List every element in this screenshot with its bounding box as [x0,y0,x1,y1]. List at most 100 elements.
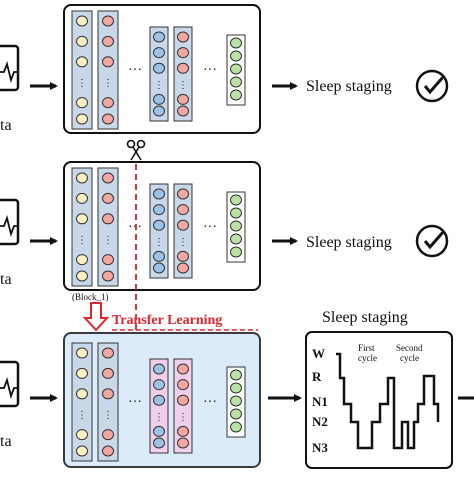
stage-label: W [312,346,325,361]
layer-column: ⋮ [173,26,193,122]
neuron-node [102,254,114,266]
input-data-label: ta [0,433,12,450]
monitor-icon [0,198,20,246]
neuron-node [153,219,165,231]
vertical-ellipsis: ⋮ [154,80,164,91]
stage-label: N2 [312,414,328,429]
output-layer [226,191,246,263]
neuron-node [230,194,242,206]
neuron-node [230,233,242,245]
neuron-node [102,113,114,125]
monitor-icon [0,360,20,408]
neuron-node [153,204,165,216]
neuron-node [102,388,114,400]
layer-column: ⋮ [71,167,93,287]
layer-column: ⋮ [97,167,119,287]
neuron-node [230,395,242,407]
neuron-node [177,31,189,43]
neuron-node [230,207,242,219]
layer-column: ⋮ [149,358,169,454]
neuron-node [177,219,189,231]
vertical-ellipsis: ⋮ [178,237,188,248]
neuron-node [177,425,189,437]
vertical-ellipsis: ⋮ [77,78,87,89]
neuron-node [76,97,88,109]
neuron-node [230,89,242,101]
neuron-node [153,105,165,117]
neuron-node [230,421,242,433]
neuron-node [153,93,165,105]
vertical-ellipsis: ⋮ [103,235,113,246]
check-circle-icon [415,224,449,258]
stage-label: R [312,369,322,384]
vertical-ellipsis: ⋮ [77,410,87,421]
neuron-node [230,63,242,75]
neuron-node [76,15,88,27]
neuron-node [230,50,242,62]
neuron-node [76,367,88,379]
neuron-node [76,429,88,441]
block-label: (Block_1) [72,292,109,302]
layer-column: ⋮ [97,10,119,130]
input-data-label: ta [0,117,12,134]
neuron-node [76,213,88,225]
horizontal-ellipsis: ··· [203,395,217,410]
neuron-node [177,250,189,262]
neuron-node [76,192,88,204]
neuron-node [230,37,242,49]
neuron-node [76,270,88,282]
neuron-node [230,220,242,232]
hypnogram-box [305,331,453,469]
layer-column: ⋮ [173,183,193,279]
network-layers: ⋮⋮···⋮⋮··· [71,342,246,462]
neuron-node [76,254,88,266]
check-circle-icon [415,69,449,103]
neuron-node [177,363,189,375]
neuron-node [177,105,189,117]
neuron-node [102,270,114,282]
layer-column: ⋮ [149,26,169,122]
neuron-node [153,262,165,274]
horizontal-ellipsis: ··· [203,63,217,78]
neuron-node [230,76,242,88]
annotation-cycle-2: cycle [400,353,419,363]
annotation-second: Second [396,343,423,353]
vertical-ellipsis: ⋮ [178,412,188,423]
horizontal-ellipsis: ··· [128,63,142,78]
horizontal-ellipsis: ··· [128,395,142,410]
annotation-cycle-1: cycle [358,353,377,363]
output-layer [226,34,246,106]
neuron-node [177,62,189,74]
neuron-node [76,445,88,457]
neuron-node [102,347,114,359]
neuron-node [76,347,88,359]
output-layer [226,366,246,438]
neuron-node [177,394,189,406]
neuron-node [230,369,242,381]
horizontal-ellipsis: ··· [203,220,217,235]
neuron-node [153,363,165,375]
neuron-node [76,35,88,47]
neuron-node [177,204,189,216]
input-data-label: ta [0,271,12,288]
transfer-arrow [82,302,110,332]
neuron-node [177,93,189,105]
layer-column: ⋮ [149,183,169,279]
vertical-ellipsis: ⋮ [154,412,164,423]
row-2: ta ⋮⋮···⋮⋮··· (Block_1) Sleep staging [0,161,449,302]
neuron-node [153,250,165,262]
neuron-node [153,31,165,43]
vertical-ellipsis: ⋮ [77,235,87,246]
monitor-icon [0,44,20,92]
vertical-ellipsis: ⋮ [154,237,164,248]
transfer-learning-label: Transfer Learning [112,313,222,328]
neuron-node [177,379,189,391]
neuron-node [153,47,165,59]
row-1: ta ⋮⋮···⋮⋮··· Sleep staging [0,4,449,134]
neuron-node [177,262,189,274]
neuron-node [153,394,165,406]
layer-column: ⋮ [71,342,93,462]
neuron-node [102,429,114,441]
